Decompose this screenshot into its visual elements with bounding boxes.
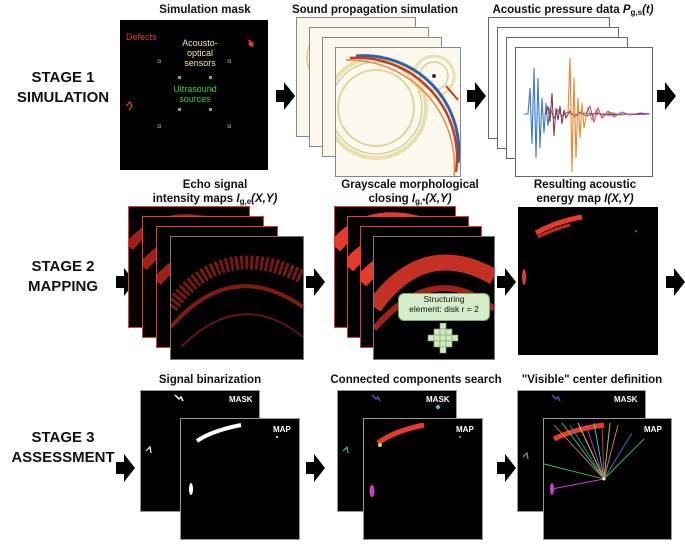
simulation-mask-title: Simulation mask <box>130 3 280 17</box>
wavefront-graphic <box>336 48 460 176</box>
sensors-label: Acousto- optical sensors <box>170 38 230 68</box>
energy-title-symbol: I(X,Y) <box>604 193 633 205</box>
propagation-title: Sound propagation simulation <box>290 3 460 17</box>
echo-title-line: Echo signal <box>140 178 290 192</box>
components-map-panel: MAP <box>363 418 483 540</box>
visible-center-title: "Visible" center definition <box>512 373 672 387</box>
structuring-element-line: Structuring <box>399 294 489 304</box>
arrow-right-icon <box>306 454 325 482</box>
components-stack: MASK MAP <box>337 390 497 540</box>
binary-map-graphic <box>181 419 299 539</box>
acoustic-title-text: Acoustic pressure data <box>492 4 622 16</box>
echo-title-subscript: g,e <box>240 197 252 206</box>
binary-mask-tag: MASK <box>229 395 253 404</box>
echo-map-graphic <box>171 237 303 359</box>
pressure-signal-graphic <box>516 48 652 176</box>
echo-title: Echo signal intensity maps Ig,e(X,Y) <box>140 178 290 209</box>
arrow-right-icon <box>657 82 676 110</box>
echo-title-line: intensity maps <box>153 193 237 205</box>
visible-map-tag: MAP <box>644 425 662 434</box>
propagation-stack <box>296 17 466 177</box>
acoustic-stack <box>488 17 658 177</box>
binary-map-tag: MAP <box>273 425 291 434</box>
sensors-label-line: optical <box>170 48 230 58</box>
acoustic-title-args: (t) <box>642 4 654 16</box>
components-title: Connected components search <box>326 373 506 387</box>
visible-rays-graphic <box>544 419 671 539</box>
binarization-title: Signal binarization <box>140 373 280 387</box>
energy-title-line: Resulting acoustic <box>515 178 655 192</box>
arrow-right-icon <box>276 82 295 110</box>
visible-mask-tag: MASK <box>614 395 638 404</box>
closing-title: Grayscale morphological closing Ig,*(X,Y… <box>330 178 490 209</box>
acoustic-title-symbol: P <box>623 4 631 16</box>
closing-title-subscript: g,* <box>415 197 425 206</box>
closing-map-stack: Structuring element: disk r = 2 <box>334 206 514 361</box>
structuring-element-line: element: disk r = 2 <box>399 304 489 314</box>
closing-map-front: Structuring element: disk r = 2 <box>373 236 495 360</box>
acoustic-title-subscript: g,s <box>631 8 643 17</box>
binarization-stack: MASK MAP <box>140 390 300 540</box>
energy-map-panel <box>518 207 658 355</box>
echo-title-args: (X,Y) <box>251 193 277 205</box>
closing-title-line: closing <box>368 193 411 205</box>
arrow-right-icon <box>467 82 486 110</box>
arrow-right-icon <box>116 454 135 482</box>
signal-frame-front <box>515 47 653 177</box>
structuring-element-box: Structuring element: disk r = 2 <box>398 293 490 321</box>
energy-title-line: energy map <box>536 193 604 205</box>
arrow-right-icon <box>497 454 516 482</box>
sim-frame-front <box>335 47 461 177</box>
arrow-right-icon <box>306 268 325 296</box>
echo-map-stack <box>128 206 308 361</box>
defects-label: Defects <box>126 32 157 42</box>
visible-map-panel: MAP <box>543 418 672 540</box>
arrow-right-icon <box>666 268 685 296</box>
sources-label-line: sources <box>165 94 225 104</box>
components-map-graphic <box>364 419 482 539</box>
sources-label: Ultrasound sources <box>165 84 225 104</box>
closing-title-line: Grayscale morphological <box>330 178 490 192</box>
echo-map-front <box>170 236 304 360</box>
energy-map-graphic <box>518 207 658 355</box>
sources-label-line: Ultrasound <box>165 84 225 94</box>
visible-center-stack: MASK MAP <box>517 390 677 540</box>
sensors-label-line: Acousto- <box>170 38 230 48</box>
binary-map-panel: MAP <box>180 418 300 540</box>
components-mask-tag: MASK <box>426 395 450 404</box>
sensors-label-line: sensors <box>170 58 230 68</box>
energy-title: Resulting acoustic energy map I(X,Y) <box>515 178 655 206</box>
simulation-mask-panel: Defects Acousto- optical sensors Ultraso… <box>120 20 268 170</box>
components-map-tag: MAP <box>456 425 474 434</box>
closing-title-args: (X,Y) <box>425 193 451 205</box>
disk-kernel-icon <box>426 323 466 355</box>
